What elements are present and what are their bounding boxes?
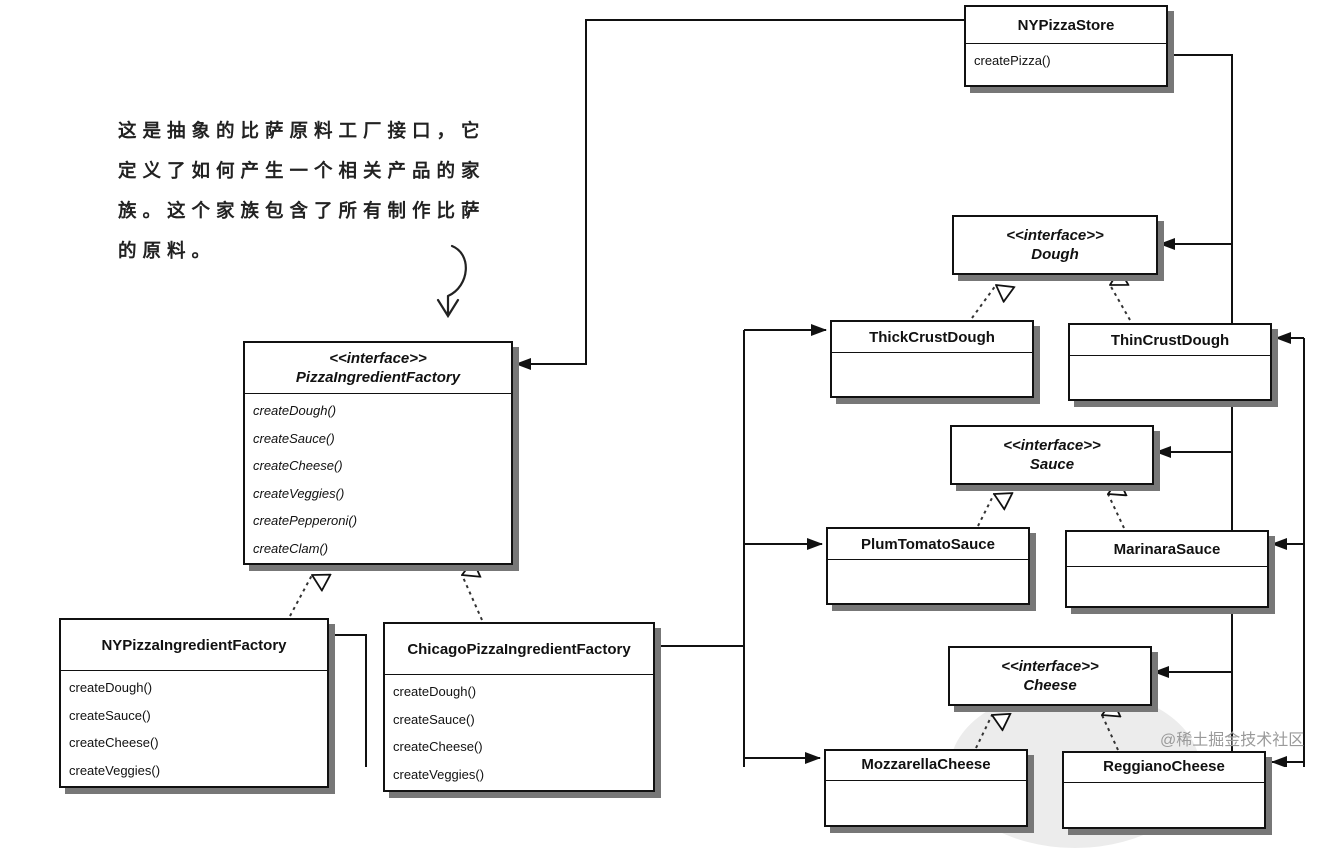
stereotype-label: <<interface>> xyxy=(1003,437,1101,454)
connector-lines xyxy=(289,19,1305,767)
stereotype-label: <<interface>> xyxy=(329,350,427,367)
class-operation: createVeggies() xyxy=(393,766,485,782)
class-name: MarinaraSauce xyxy=(1113,540,1221,558)
interface-name: Sauce xyxy=(1029,456,1075,473)
note-line: 的原料。 xyxy=(118,241,217,262)
reggiano-realizes-cheese xyxy=(1102,715,1118,751)
class-thin-crust-dough: ThinCrustDough xyxy=(1068,323,1272,401)
interface-operation: createClam() xyxy=(253,540,329,556)
class-name: PlumTomatoSauce xyxy=(861,535,995,553)
interface-name: Dough xyxy=(1031,246,1079,263)
class-plum-tomato-sauce: PlumTomatoSauce xyxy=(826,527,1030,605)
class-name: MozzarellaCheese xyxy=(861,756,991,773)
interface-cheese: <<interface>> Cheese xyxy=(948,646,1152,706)
class-marinara-sauce: MarinaraSauce xyxy=(1065,530,1269,608)
class-operation: createCheese() xyxy=(393,739,483,754)
class-mozzarella-cheese: MozzarellaCheese xyxy=(824,749,1028,827)
class-ny-pizza-store: NYPizzaStore createPizza() xyxy=(964,5,1168,87)
class-ny-pizza-ingredient-factory: NYPizzaIngredientFactory createDough() c… xyxy=(59,618,329,788)
watermark: @稀土掘金技术社区 xyxy=(1160,732,1305,749)
thin-realizes-dough xyxy=(1110,285,1131,321)
class-name: NYPizzaIngredientFactory xyxy=(101,636,287,654)
chicago-realizes-factory xyxy=(462,575,483,621)
interface-pizza-ingredient-factory: <<interface>> PizzaIngredientFactory cre… xyxy=(243,341,513,565)
stereotype-label: <<interface>> xyxy=(1001,658,1099,675)
plum-realizes-sauce xyxy=(977,494,994,527)
class-name: ChicagoPizzaIngredientFactory xyxy=(407,640,631,658)
class-name: ThickCrustDough xyxy=(869,328,995,346)
ny-realizes-factory xyxy=(289,575,312,617)
note-line: 这是抽象的比萨原料工厂接口，它 xyxy=(118,121,486,142)
stereotype-label: <<interface>> xyxy=(1006,227,1104,244)
interface-operation: createPepperoni() xyxy=(253,513,358,528)
class-operation: createDough() xyxy=(393,684,477,699)
ny-factory-link xyxy=(330,634,367,767)
class-operation: createDough() xyxy=(69,680,153,695)
thick-realizes-dough xyxy=(971,285,996,319)
class-operation: createVeggies() xyxy=(69,762,161,778)
interface-name: Cheese xyxy=(1023,677,1077,694)
class-reggiano-cheese: ReggianoCheese xyxy=(1062,751,1266,829)
class-operation: createSauce() xyxy=(393,711,475,727)
interface-dough: <<interface>> Dough xyxy=(952,215,1158,275)
note-arrow xyxy=(436,244,467,319)
interface-operation: createSauce() xyxy=(253,430,335,446)
class-name: NYPizzaStore xyxy=(1017,16,1115,34)
mozzarella-realizes-cheese xyxy=(975,715,992,749)
store-factory-association xyxy=(515,19,964,370)
class-operation: createCheese() xyxy=(69,735,159,750)
interface-operation: createVeggies() xyxy=(253,485,345,501)
interface-operation: createDough() xyxy=(253,403,337,418)
interface-name: PizzaIngredientFactory xyxy=(295,369,461,386)
marinara-realizes-sauce xyxy=(1108,494,1124,529)
interface-operation: createCheese() xyxy=(253,458,343,473)
class-operation: createSauce() xyxy=(69,707,151,723)
interface-sauce: <<interface>> Sauce xyxy=(950,425,1154,485)
class-name: ThinCrustDough xyxy=(1110,331,1230,349)
store-dough-association xyxy=(1159,54,1233,250)
annotation-note: 这是抽象的比萨原料工厂接口，它 定义了如何产生一个相关产品的家 族。这个家族包含… xyxy=(118,112,498,272)
class-thick-crust-dough: ThickCrustDough xyxy=(830,320,1034,398)
class-operation: createPizza() xyxy=(974,53,1051,68)
class-chicago-pizza-ingredient-factory: ChicagoPizzaIngredientFactory createDoug… xyxy=(383,622,655,792)
note-line: 定义了如何产生一个相关产品的家 xyxy=(118,161,486,182)
note-line: 族。这个家族包含了所有制作比萨 xyxy=(118,201,486,222)
